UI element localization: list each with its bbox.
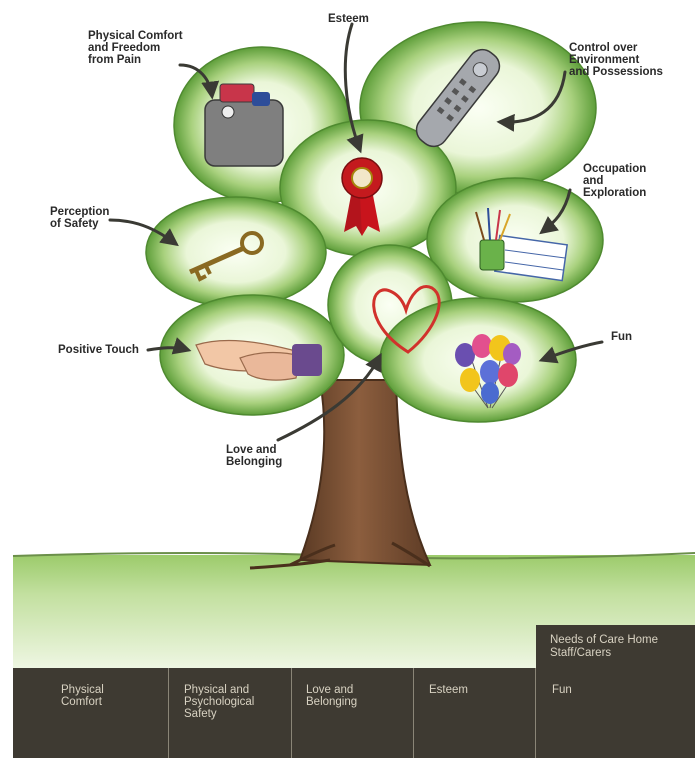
label-touch: Positive Touch bbox=[58, 344, 139, 356]
label-line: Physical Comfort bbox=[88, 30, 183, 42]
label-safety: Perception of Safety bbox=[50, 206, 109, 230]
label-line: Esteem bbox=[328, 13, 369, 25]
balloons-icon bbox=[455, 334, 521, 409]
needs-cell-love: Love and Belonging bbox=[306, 684, 357, 774]
needs-cell-physical-comfort: Physical Comfort bbox=[61, 684, 104, 774]
label-line: Perception bbox=[50, 206, 110, 218]
label-line: Occupation bbox=[583, 163, 647, 175]
cell-line: Comfort bbox=[61, 696, 102, 708]
cell-divider bbox=[291, 668, 292, 758]
label-fun: Fun bbox=[611, 331, 632, 343]
needs-cell-esteem: Esteem bbox=[429, 684, 468, 774]
label-line: from Pain bbox=[88, 54, 142, 66]
cell-line: Love and bbox=[306, 684, 354, 696]
staff-box-line: Staff/Carers bbox=[550, 647, 612, 659]
label-line: of Safety bbox=[50, 218, 99, 230]
label-line: Control over bbox=[569, 42, 638, 54]
tree-illustration bbox=[12, 21, 695, 668]
cell-line: Psychological bbox=[184, 696, 255, 708]
label-control: Control over Environment and Possessions bbox=[569, 42, 663, 78]
arrows bbox=[108, 22, 604, 442]
label-line: Love and bbox=[226, 444, 277, 456]
label-line: Exploration bbox=[583, 187, 647, 199]
label-line: and Freedom bbox=[88, 42, 161, 54]
cell-line: Physical and bbox=[184, 684, 250, 696]
hands-icon bbox=[195, 339, 322, 381]
label-line: Positive Touch bbox=[58, 344, 139, 356]
cell-line: Physical bbox=[61, 684, 104, 696]
medal-icon bbox=[341, 157, 383, 236]
needs-table: Physical Comfort Physical and Psychologi… bbox=[13, 668, 695, 758]
heart-icon bbox=[372, 285, 441, 354]
label-physical-comfort: Physical Comfort and Freedom from Pain bbox=[88, 30, 198, 66]
needs-cell-safety: Physical and Psychological Safety bbox=[184, 684, 254, 774]
remote-control-icon bbox=[415, 48, 501, 148]
cell-line: Fun bbox=[552, 684, 572, 696]
cell-line: Esteem bbox=[429, 684, 468, 696]
label-line: Environment bbox=[569, 54, 640, 66]
needs-cell-fun: Fun bbox=[552, 684, 572, 774]
staff-needs-box: Needs of Care Home Staff/Carers bbox=[536, 625, 695, 668]
key-icon bbox=[188, 231, 264, 282]
label-line: and Possessions bbox=[569, 66, 663, 78]
label-line: Fun bbox=[611, 331, 633, 343]
bag-icon bbox=[204, 83, 284, 167]
cell-divider bbox=[168, 668, 169, 758]
staff-box-line: Needs of Care Home bbox=[550, 634, 659, 646]
paint-pot-icon bbox=[475, 207, 569, 282]
tree-roots bbox=[249, 541, 431, 570]
cell-line: Belonging bbox=[306, 696, 358, 708]
label-line: Belonging bbox=[226, 456, 283, 468]
label-love: Love and Belonging bbox=[226, 444, 282, 468]
cell-line: Safety bbox=[184, 708, 217, 720]
label-occupation: Occupation and Exploration bbox=[583, 163, 646, 199]
tree-trunk bbox=[298, 379, 432, 567]
label-esteem: Esteem bbox=[328, 13, 369, 25]
leaf-fun bbox=[379, 297, 577, 423]
label-line: and bbox=[583, 175, 604, 187]
cell-divider bbox=[535, 668, 536, 758]
cell-divider bbox=[413, 668, 414, 758]
